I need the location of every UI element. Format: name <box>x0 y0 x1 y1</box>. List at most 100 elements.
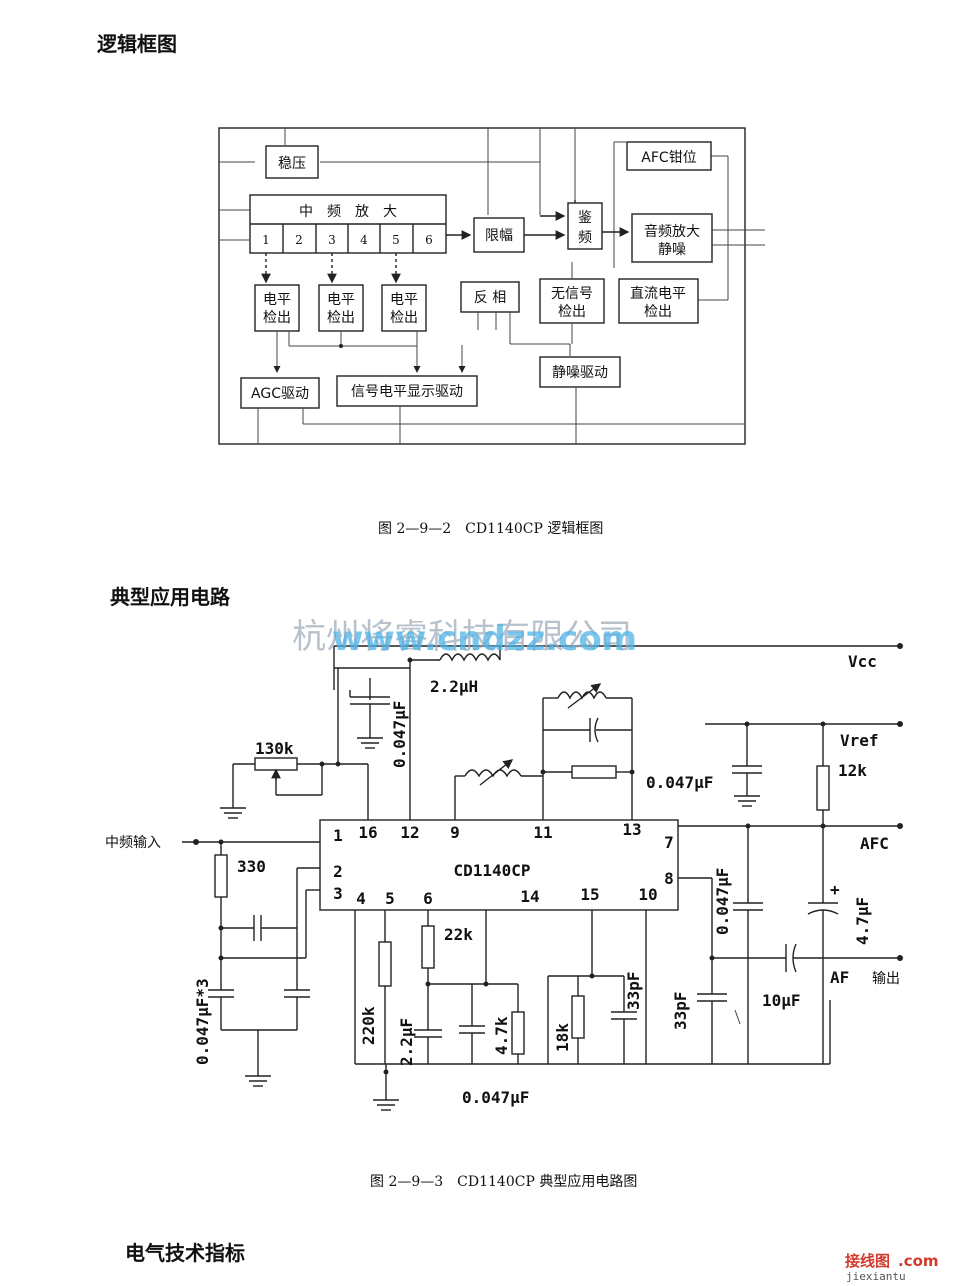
resistor-4-7k-label: 4.7k <box>492 1016 511 1055</box>
caption-figure-2-9-3: 图 2—9—3 CD1140CP 典型应用电路图 <box>370 1174 638 1190</box>
resistor-22k-label: 22k <box>444 925 473 944</box>
pin-16: 16 <box>358 823 377 842</box>
mute-driver-label: 静噪驱动 <box>552 365 608 381</box>
audio-amplifier-label: 音频放大 <box>644 223 700 240</box>
pin-3: 3 <box>333 884 343 903</box>
resistor-18k-label: 18k <box>553 1023 572 1052</box>
resistor-330-label: 330 <box>237 857 266 876</box>
pin-12: 12 <box>400 823 419 842</box>
pin-9: 9 <box>450 823 460 842</box>
pin-15: 15 <box>580 885 599 904</box>
pin-13: 13 <box>622 820 641 839</box>
pin-1: 1 <box>333 826 343 845</box>
watermark: 杭州将睿科技有限公司 www.cndzz.com <box>292 617 637 659</box>
heading-electrical-specs: 电气技术指标 <box>125 1241 245 1265</box>
inverter-block <box>460 281 520 313</box>
resistor-12k-label: 12k <box>838 761 867 780</box>
level-detector-2-line1: 电平 <box>327 292 355 308</box>
no-signal-detector-block <box>539 278 605 324</box>
level-detector-2-block <box>318 284 364 332</box>
if-stage-1: 1 <box>262 233 270 247</box>
site-logo-dot-com: .com <box>898 1252 939 1270</box>
pin-14: 14 <box>520 887 539 906</box>
level-detector-3-block <box>381 284 427 332</box>
cap-4-7uf-plus: + <box>830 880 840 899</box>
watermark-company: 杭州将睿科技有限公司 <box>292 617 632 657</box>
vref-label: Vref <box>840 731 879 750</box>
no-signal-label-1: 无信号 <box>551 286 593 302</box>
chip-label: CD1140CP <box>453 861 530 880</box>
logic-block-diagram: 稳压 中 频 放 大 1 2 3 4 5 6 限幅 鉴 频 AFC钳位 <box>218 127 765 445</box>
audio-amplifier-block <box>631 213 713 263</box>
pin-11: 11 <box>533 823 552 842</box>
caption-figure-2-9-2: 图 2—9—2 CD1140CP 逻辑框图 <box>378 521 604 537</box>
pin-10: 10 <box>638 885 657 904</box>
cap-33pf-a-label: 33pF <box>624 971 643 1010</box>
regulator-block <box>265 145 319 179</box>
cap-4-7uf-label: 4.7μF <box>853 897 872 945</box>
heading-typical-circuit: 典型应用电路 <box>110 585 230 609</box>
pot-130k-label: 130k <box>255 739 294 758</box>
discriminator-block <box>567 202 603 250</box>
level-detector-3-line2: 检出 <box>390 310 418 326</box>
cap-33pf-b-label: 33pF <box>671 991 690 1030</box>
no-signal-label-2: 检出 <box>558 304 586 320</box>
if-stage-cells: 1 2 3 4 5 6 <box>262 224 433 253</box>
afc-label: AFC <box>860 834 889 853</box>
block-diagram-frame <box>218 127 746 445</box>
agc-driver-label: AGC驱动 <box>251 386 309 402</box>
afc-clamp-block <box>626 141 712 171</box>
site-logo-text: 接线图 <box>845 1252 890 1270</box>
discriminator-label-bottom: 频 <box>578 230 592 246</box>
resistor-220k-label: 220k <box>359 1006 378 1045</box>
if-stage-2: 2 <box>295 233 303 247</box>
level-detector-1-line2: 检出 <box>263 310 291 326</box>
inverter-label: 反 相 <box>474 290 506 306</box>
pin-5: 5 <box>385 889 395 908</box>
audio-mute-label: 静噪 <box>658 242 686 258</box>
level-detector-1-line1: 电平 <box>263 292 291 308</box>
signal-display-driver-label: 信号电平显示驱动 <box>351 384 463 400</box>
if-stage-4: 4 <box>360 233 368 247</box>
discriminator-label-top: 鉴 <box>578 210 592 226</box>
pin-8: 8 <box>664 869 674 888</box>
output-label: 输出 <box>872 971 900 987</box>
agc-driver-block <box>240 377 320 409</box>
pin-4: 4 <box>356 889 366 908</box>
af-label: AF <box>830 968 849 987</box>
if-amplifier-label: 中 频 放 大 <box>299 204 397 220</box>
cap-10uf-label: 10μF <box>762 991 801 1010</box>
cap-right-label: 0.047μF <box>646 773 713 792</box>
cap-bottom-label: 0.047μF <box>462 1088 529 1107</box>
cd1140cp-chip-body <box>319 819 679 911</box>
vcc-label: Vcc <box>848 652 877 671</box>
application-circuit: CD1140CP 1 16 12 9 11 13 7 2 3 4 5 6 14 … <box>105 643 903 1111</box>
pin-6: 6 <box>423 889 433 908</box>
regulator-label: 稳压 <box>278 156 306 172</box>
dc-level-detector-block <box>618 278 699 324</box>
if-stage-6: 6 <box>425 233 433 247</box>
level-detector-3-line1: 电平 <box>390 292 418 308</box>
limiter-block <box>473 217 525 253</box>
cap-top-label: 0.047μF <box>390 701 409 768</box>
site-logo: 接线图 .com jiexiantu <box>845 1252 939 1283</box>
limiter-label: 限幅 <box>485 228 513 244</box>
if-stage-5: 5 <box>392 233 400 247</box>
if-input-label: 中频输入 <box>105 835 161 851</box>
pin-2: 2 <box>333 862 343 881</box>
cap-left-label: 0.047μF*3 <box>193 978 212 1065</box>
dc-level-label-2: 检出 <box>644 304 672 320</box>
level-detector-2-line2: 检出 <box>327 310 355 326</box>
if-stage-3: 3 <box>328 233 336 247</box>
pin-7: 7 <box>664 833 674 852</box>
cap-2-2uf-label: 2.2μF <box>397 1018 416 1066</box>
heading-logic-diagram: 逻辑框图 <box>97 32 177 56</box>
signal-display-driver-block <box>336 375 478 407</box>
site-logo-url: jiexiantu <box>846 1270 906 1283</box>
mute-driver-block <box>539 356 621 388</box>
watermark-site: www.cndzz.com <box>332 619 637 659</box>
afc-clamp-label: AFC钳位 <box>641 150 696 166</box>
level-detector-1-block <box>254 284 300 332</box>
cap-pin8-label: 0.047μF <box>713 868 732 935</box>
